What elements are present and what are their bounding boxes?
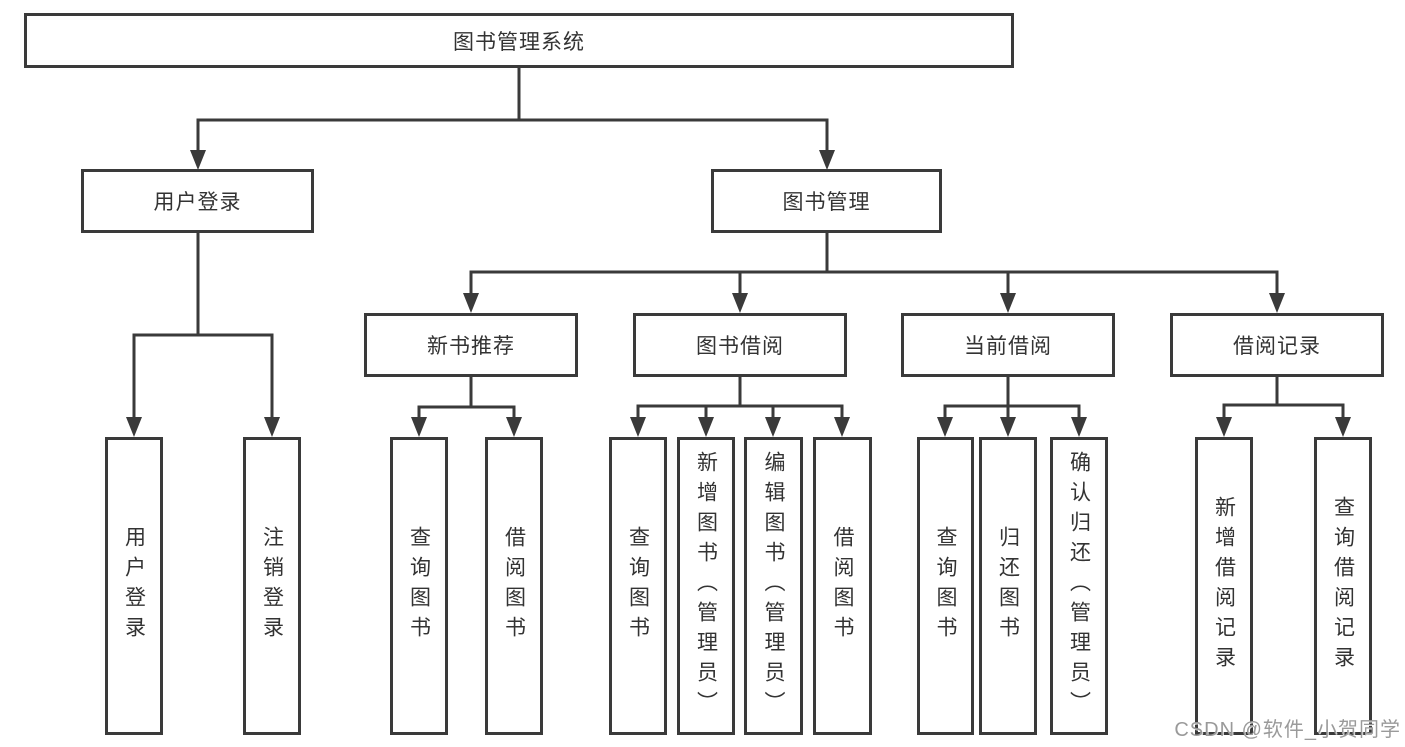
- node-library-management-system: 图书管理系统: [24, 13, 1014, 68]
- arrowheads: [126, 150, 1351, 437]
- arrow-icon: [126, 417, 142, 437]
- node-borrowing-records: 借阅记录: [1170, 313, 1384, 377]
- node-current-borrowing: 当前借阅: [901, 313, 1115, 377]
- node-label: 查询借阅记录: [1331, 496, 1355, 676]
- node-label: 图书借阅: [696, 335, 784, 358]
- arrow-icon: [1269, 293, 1285, 313]
- arrow-icon: [264, 417, 280, 437]
- arrow-icon: [1071, 417, 1087, 437]
- arrow-icon: [1000, 293, 1016, 313]
- leaf-confirm-return-admin: 确认归还（管理员）: [1050, 437, 1108, 735]
- arrow-icon: [630, 417, 646, 437]
- node-label: 归还图书: [996, 526, 1020, 646]
- node-label: 查询图书: [407, 526, 431, 646]
- node-user-login: 用户登录: [81, 169, 314, 233]
- node-label: 借阅图书: [502, 526, 526, 646]
- node-book-management: 图书管理: [711, 169, 942, 233]
- node-label: 查询图书: [934, 526, 957, 646]
- node-label: 新增借阅记录: [1212, 496, 1236, 676]
- leaf-edit-books-admin: 编辑图书（管理员）: [744, 437, 803, 735]
- arrow-icon: [411, 417, 427, 437]
- leaf-query-borrowing-record: 查询借阅记录: [1314, 437, 1372, 735]
- arrow-icon: [834, 417, 850, 437]
- connector-borrow-records-branch: [1222, 375, 1345, 426]
- leaf-query-books-borrowing: 查询图书: [609, 437, 667, 735]
- csdn-watermark: CSDN @软件_小贺同学: [1174, 719, 1401, 741]
- arrow-icon: [190, 150, 206, 170]
- node-label: 确认归还（管理员）: [1067, 451, 1091, 721]
- node-label: 当前借阅: [964, 335, 1052, 358]
- connector-book-borrow-branch: [636, 375, 844, 426]
- node-book-borrowing: 图书借阅: [633, 313, 847, 377]
- leaf-add-books-admin: 新增图书（管理员）: [677, 437, 735, 735]
- node-label: 图书管理系统: [453, 30, 585, 54]
- connector-new-book-branch: [417, 375, 516, 426]
- node-label: 新增图书（管理员）: [694, 451, 718, 721]
- arrow-icon: [463, 293, 479, 313]
- connector-current-borrow-branch: [943, 375, 1081, 426]
- node-label: 编辑图书（管理员）: [762, 451, 785, 721]
- node-label: 借阅图书: [831, 526, 854, 646]
- arrow-icon: [732, 293, 748, 313]
- leaf-borrow-books-recommend: 借阅图书: [485, 437, 543, 735]
- leaf-user-login: 用户登录: [105, 437, 163, 735]
- connector-book-management-branch: [469, 231, 1279, 298]
- leaf-borrow-books-borrowing: 借阅图书: [813, 437, 872, 735]
- arrow-icon: [819, 150, 835, 170]
- leaf-return-books: 归还图书: [979, 437, 1037, 735]
- connector-root-to-level2: [196, 66, 829, 154]
- leaf-logout: 注销登录: [243, 437, 301, 735]
- node-label: 用户登录: [122, 526, 146, 646]
- leaf-query-books-recommend: 查询图书: [390, 437, 448, 735]
- node-label: 借阅记录: [1233, 335, 1321, 358]
- node-label: 图书管理: [782, 191, 871, 214]
- node-new-book-recommendation: 新书推荐: [364, 313, 578, 377]
- arrow-icon: [937, 417, 953, 437]
- node-label: 查询图书: [626, 526, 650, 646]
- arrow-icon: [506, 417, 522, 437]
- node-label: 用户登录: [153, 191, 242, 214]
- arrow-icon: [1216, 417, 1232, 437]
- connector-user-login-branch: [132, 231, 274, 426]
- arrow-icon: [1000, 417, 1016, 437]
- arrow-icon: [765, 417, 781, 437]
- leaf-query-books-current: 查询图书: [917, 437, 974, 735]
- node-label: 新书推荐: [427, 335, 515, 358]
- arrow-icon: [1335, 417, 1351, 437]
- leaf-add-borrowing-record: 新增借阅记录: [1195, 437, 1253, 735]
- node-label: 注销登录: [260, 526, 284, 646]
- arrow-icon: [698, 417, 714, 437]
